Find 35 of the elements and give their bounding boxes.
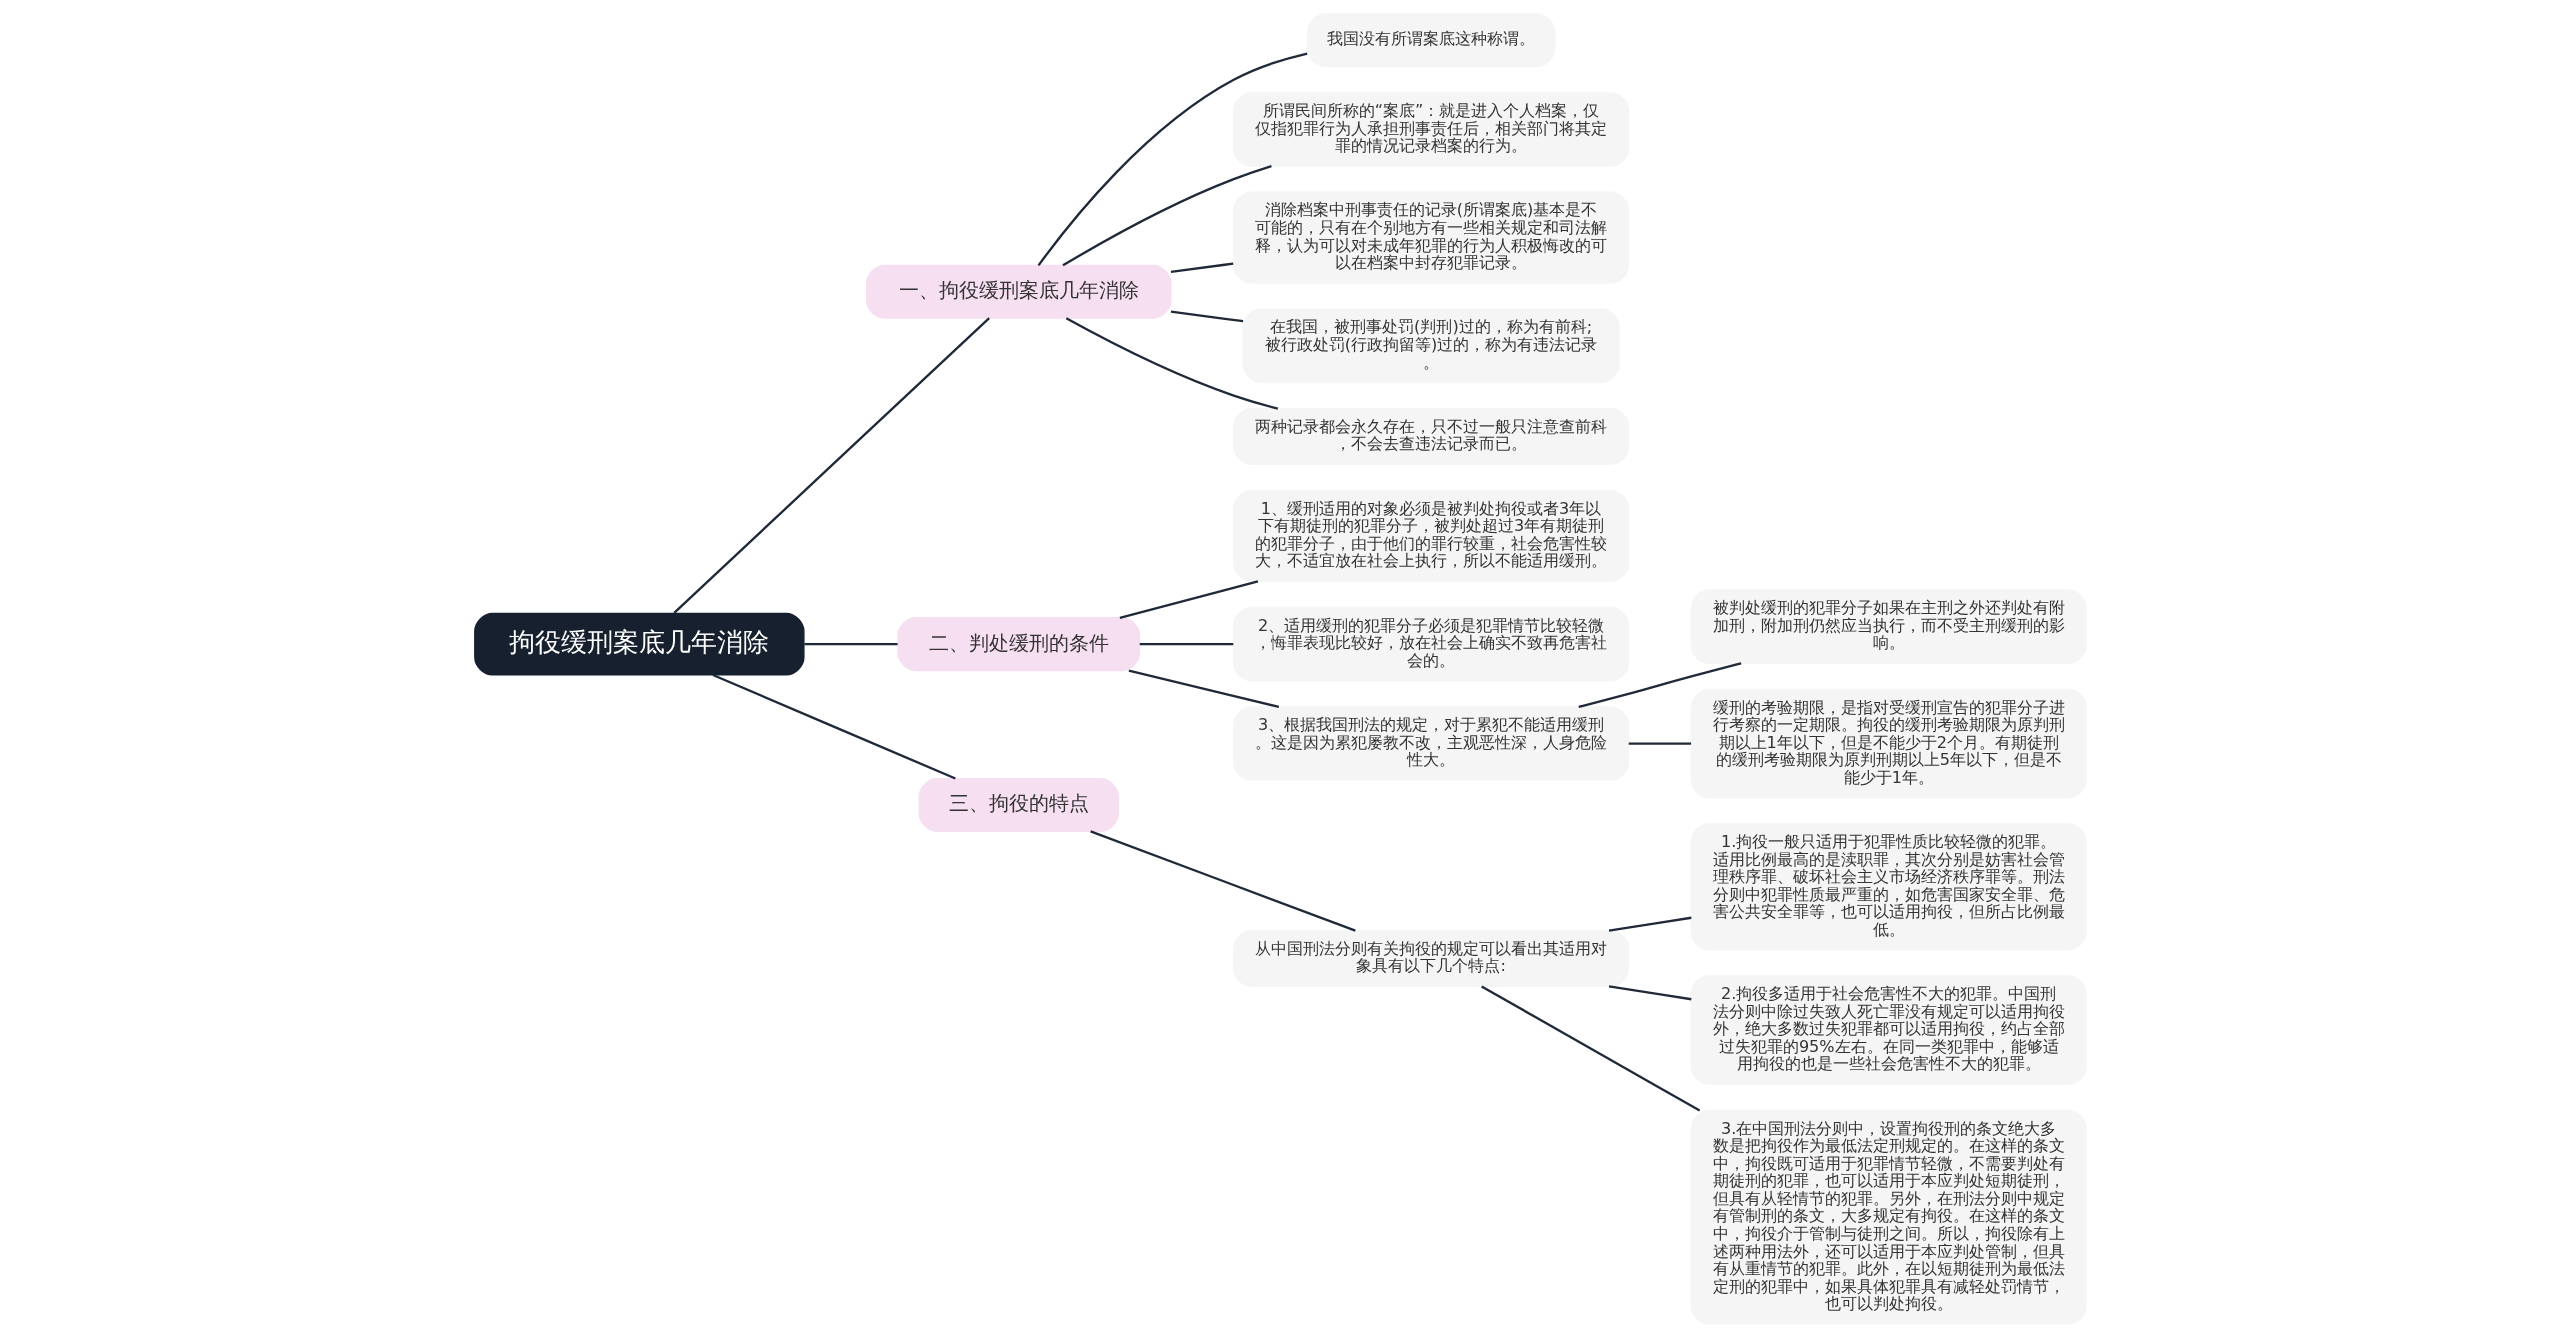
connector <box>672 317 990 614</box>
node-box: 消除档案中刑事责任的记录(所谓案底)基本是不可能的，只有在个别地方有一些相关规定和司法解释，认为可以对未成年犯罪的行为人积极悔改的可以在档案中封存犯罪记录。 <box>1232 191 1629 284</box>
node-box: 我国没有所谓案底这种称谓。 <box>1306 13 1555 68</box>
connector <box>1170 262 1233 273</box>
connector <box>712 673 956 780</box>
connector <box>1037 52 1307 267</box>
connector <box>1061 165 1272 267</box>
connector <box>1628 742 1691 745</box>
node-box: 一、拘役缓刑案底几年消除 <box>865 264 1172 319</box>
connector <box>1065 317 1278 410</box>
node-box: 缓刑的考验期限，是指对受缓刑宣告的犯罪分子进行考察的一定期限。拘役的缓刑考验期限为原判刑期以上1年以下，但是不能少于2个月。有期徒刑的缓刑考验期限为原判刑期以上5年以下，但是不能少于1年。 <box>1690 688 2087 799</box>
node-box: 2、适用缓刑的犯罪分子必须是犯罪情节比较轻微，悔罪表现比较好，放在社会上确实不致再危害社会的。 <box>1232 606 1629 682</box>
connector <box>1608 985 1691 1001</box>
node-box: 两种记录都会永久存在，只不过一般只注意查前科，不会去查违法记录而已。 <box>1232 408 1629 466</box>
node-box: 1、缓刑适用的对象必须是被判处拘役或者3年以下有期徒刑的犯罪分子，被判处超过3年有期徒刑的犯罪分子，由于他们的罪行较重，社会危害性较大，不适宜放在社会上执行，所以不能适用缓刑。 <box>1232 489 1629 582</box>
node-box: 3、根据我国刑法的规定，对于累犯不能适用缓刑。这是因为累犯屡教不改，主观恶性深，人身危险性大。 <box>1232 706 1629 781</box>
node-box: 在我国，被刑事处罚(判刑)过的，称为有前科;被行政处罚(行政拘留等)过的，称为有违法记录。 <box>1242 308 1620 384</box>
connector <box>1128 669 1279 709</box>
connector <box>1089 830 1356 932</box>
node-box: 被判处缓刑的犯罪分子如果在主刑之外还判处有附加刑，附加刑仍然应当执行，而不受主刑缓刑的影响。 <box>1690 589 2087 664</box>
connector <box>1139 642 1233 646</box>
connector <box>1119 580 1258 619</box>
node-box: 2.拘役多适用于社会危害性不大的犯罪。中国刑法分则中除过失致人死亡罪没有规定可以适用拘役外，绝大多数过失犯罪都可以适用拘役，约占全部过失犯罪的95%左右。在同一类犯罪中，能够适用拘役的也是一些社会危害性不大的犯罪。 <box>1690 975 2087 1085</box>
connector <box>1608 916 1691 932</box>
node-box: 所谓民间所称的“案底”：就是进入个人档案，仅仅指犯罪行为人承担刑事责任后，相关部门将其定罪的情况记录档案的行为。 <box>1232 92 1629 167</box>
node-box: 二、判处缓刑的条件 <box>896 617 1140 672</box>
node-box: 1.拘役一般只适用于犯罪性质比较轻微的犯罪。适用比例最高的是渎职罪，其次分别是妨害社会管理秩序罪、破坏社会主义市场经济秩序罪等。刑法分则中犯罪性质最严重的，如危害国家安全罪、危害公共安全罪等，也可以适用拘役，但所占比例最低。 <box>1690 823 2087 951</box>
connector <box>1480 985 1700 1112</box>
node-box: 三、拘役的特点 <box>918 777 1119 833</box>
node-box: 拘役缓刑案底几年消除 <box>473 612 805 676</box>
connector <box>1170 310 1243 323</box>
node-box: 3.在中国刑法分则中，设置拘役刑的条文绝大多数是把拘役作为最低法定刑规定的。在这样的条文中，拘役既可适用于犯罪情节轻微，不需要判处有期徒刑的犯罪，也可以适用于本应判处短期徒刑，但具有从轻情节的犯罪。另外，在刑法分则中规定有管制刑的条文，大多规定有拘役。在这样的条文中，拘役介于管制与徒刑之间。所以，拘役除有上述两种用法外，还可以适用于本应判处管制，但具有从重情节的犯罪。此外，在以短期徒刑为最低法定刑的犯罪中，如果具体犯罪具有减轻处罚情节，也可以判处拘役。 <box>1690 1109 2087 1325</box>
node-box: 从中国刑法分则有关拘役的规定可以看出其适用对象具有以下几个特点: <box>1232 930 1629 987</box>
connector <box>1577 662 1741 709</box>
connector <box>803 642 898 646</box>
